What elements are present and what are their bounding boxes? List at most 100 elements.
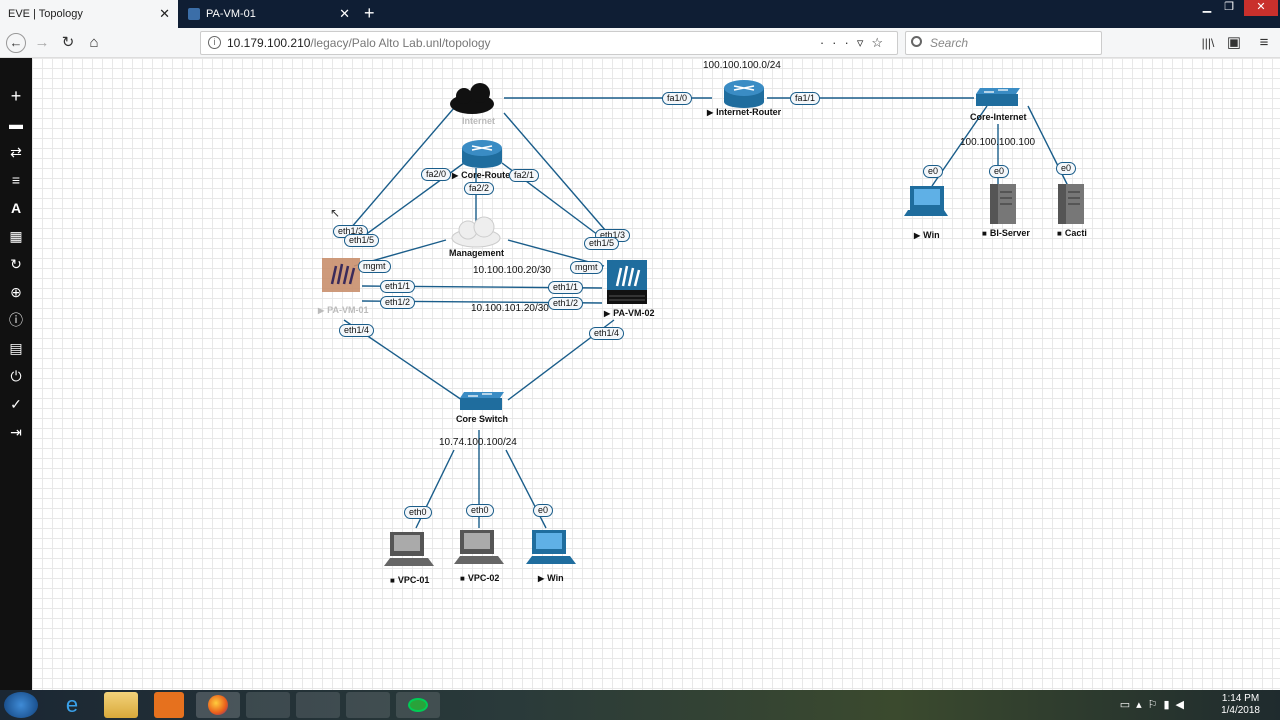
eye-app-icon[interactable] (396, 692, 440, 718)
check-icon[interactable]: ✓ (10, 396, 22, 412)
node-label-vpc01[interactable]: ■VPC-01 (390, 575, 430, 585)
tab-title: PA-VM-01 (206, 8, 256, 20)
stop-status-icon: ■ (1057, 229, 1062, 238)
console-favicon-icon (188, 8, 200, 20)
notepad-icon[interactable] (346, 692, 390, 718)
file-explorer-icon[interactable] (104, 692, 138, 718)
node-label-core-internet[interactable]: Core-Internet (970, 112, 1027, 122)
text-icon[interactable]: A (10, 200, 22, 216)
media-player-icon[interactable] (154, 692, 184, 718)
node-label-core-switch[interactable]: Core Switch (456, 414, 509, 424)
back-icon[interactable]: ← (6, 33, 26, 53)
network-tool-icon[interactable] (296, 692, 340, 718)
node-label-vpc02[interactable]: ■VPC-02 (460, 573, 500, 583)
topology-canvas[interactable]: 100.100.100.0/24 100.100.100.100 10.100.… (32, 58, 1280, 690)
node-label-internet[interactable]: Internet (462, 116, 496, 126)
forward-icon[interactable]: → (34, 34, 50, 51)
tab-title: EVE | Topology (8, 8, 83, 20)
win-pc-top-icon (904, 186, 948, 216)
node-label-pa-vm-01[interactable]: ▶PA-VM-01 (318, 305, 369, 315)
close-tab-icon[interactable]: ✕ (339, 6, 350, 21)
page-actions-icon[interactable]: ···▿☆ (819, 35, 891, 50)
cacti-server-icon (1058, 184, 1084, 224)
iface-e0-win-top: e0 (923, 165, 944, 178)
iface-eth0-vpc01: eth0 (404, 506, 432, 519)
iface-eth0-vpc02: eth0 (466, 504, 494, 517)
site-info-icon[interactable]: i (208, 36, 221, 49)
pa-vm-02-firewall-icon (607, 260, 647, 304)
new-tab-button[interactable]: + (364, 3, 375, 23)
stop-status-icon: ■ (982, 229, 987, 238)
iface-e0-cacti: e0 (1056, 162, 1077, 175)
link-internet-pa01 (343, 107, 455, 237)
vmware-icon[interactable] (246, 692, 290, 718)
search-icon (911, 36, 922, 47)
iface-eth1-4-pa01: eth1/4 (339, 324, 375, 337)
core-router-icon (462, 140, 502, 168)
mouse-cursor-icon: ↖ (330, 206, 341, 220)
internet-router-icon (724, 80, 764, 108)
link2-net-label: 10.100.101.20/30 (471, 303, 549, 314)
node-label-management[interactable]: Management (449, 248, 505, 258)
play-status-icon: ▶ (318, 306, 325, 315)
node-label-internet-router[interactable]: ▶Internet-Router (707, 107, 782, 117)
network-list-icon[interactable]: ⇄ (10, 144, 22, 160)
iface-fa1-0: fa1/0 (662, 92, 693, 105)
grid-icon[interactable]: ▦ (9, 228, 23, 244)
node-label-bi-server[interactable]: ■BI-Server (982, 228, 1030, 238)
node-label-win-top[interactable]: ▶Win (914, 230, 940, 240)
iface-fa2-2: fa2/2 (464, 182, 495, 195)
ie-icon[interactable]: e (65, 692, 79, 717)
stop-status-icon: ■ (460, 574, 465, 583)
zoom-icon[interactable]: ⊕ (10, 284, 22, 300)
node-label-core-router[interactable]: ▶Core-Route (452, 170, 511, 180)
startup-config-icon[interactable]: ≡ (11, 172, 21, 188)
tab-eve-topology[interactable]: EVE | Topology ✕ (0, 0, 178, 28)
close-window-icon[interactable]: ✕ (1244, 0, 1278, 16)
firefox-icon[interactable] (196, 692, 240, 718)
taskbar-clock[interactable]: 1:14 PM 1/4/2018 (1221, 693, 1260, 717)
core-internet-ip-label: 100.100.100.100 (960, 137, 1036, 148)
refresh-icon[interactable]: ↻ (10, 256, 22, 272)
node-list-icon[interactable]: ▬ (9, 116, 23, 132)
core-internet-switch-icon (976, 88, 1020, 106)
internet-cloud-icon (450, 83, 494, 114)
tab-pa-vm-01[interactable]: PA-VM-01 ✕ (180, 0, 358, 28)
add-icon[interactable]: + (10, 86, 22, 106)
browser-tab-bar: EVE | Topology ✕ PA-VM-01 ✕ + ▁ ❐ ✕ (0, 0, 1280, 28)
url-host: 10.179.100.210 (227, 36, 311, 50)
mgmt-net-label: 10.100.100.20/30 (473, 265, 551, 276)
core-switch-icon (460, 392, 504, 410)
lab-details-icon[interactable]: ▤ (9, 340, 23, 356)
start-button[interactable] (4, 692, 38, 718)
url-bar[interactable]: i 10.179.100.210/legacy/Palo Alto Lab.un… (200, 31, 898, 55)
iface-e0-bi-server: e0 (989, 165, 1010, 178)
iface-fa1-1: fa1/1 (790, 92, 821, 105)
library-icon[interactable]: |||\ (1201, 36, 1215, 50)
search-placeholder: Search (930, 36, 969, 50)
menu-icon[interactable]: ≡ (1259, 34, 1269, 51)
tray-icons[interactable]: ▭▴⚐▮◀ (1119, 699, 1190, 711)
iface-mgmt-pa01: mgmt (358, 260, 391, 273)
url-path: /legacy/Palo Alto Lab.unl/topology (310, 36, 491, 50)
home-icon[interactable]: ⌂ (89, 34, 99, 51)
clock-date: 1/4/2018 (1221, 705, 1260, 716)
vpc-01-pc-icon (384, 532, 434, 566)
play-status-icon: ▶ (604, 309, 611, 318)
node-label-win-bottom[interactable]: ▶Win (538, 573, 564, 583)
iface-eth1-1-pa02: eth1/1 (548, 281, 584, 294)
power-icon[interactable]: ⏻ (10, 368, 22, 384)
node-label-pa-vm-02[interactable]: ▶PA-VM-02 (604, 308, 655, 318)
sidebar-toggle-icon[interactable]: ▣ (1226, 34, 1242, 51)
logout-icon[interactable]: ⇥ (10, 424, 22, 440)
minimize-icon[interactable]: ▁ (1202, 1, 1212, 13)
iface-fa2-1: fa2/1 (509, 169, 540, 182)
search-input[interactable]: Search (905, 31, 1102, 55)
reload-icon[interactable]: ↻ (61, 34, 75, 51)
node-label-cacti[interactable]: ■Cacti (1057, 228, 1087, 238)
windows-taskbar: e ▭▴⚐▮◀ 1:14 PM 1/4/2018 (0, 690, 1280, 720)
info-icon[interactable]: ⓘ (9, 312, 23, 328)
clock-time: 1:14 PM (1221, 693, 1260, 704)
maximize-icon[interactable]: ❐ (1224, 1, 1234, 13)
close-tab-icon[interactable]: ✕ (159, 6, 170, 21)
